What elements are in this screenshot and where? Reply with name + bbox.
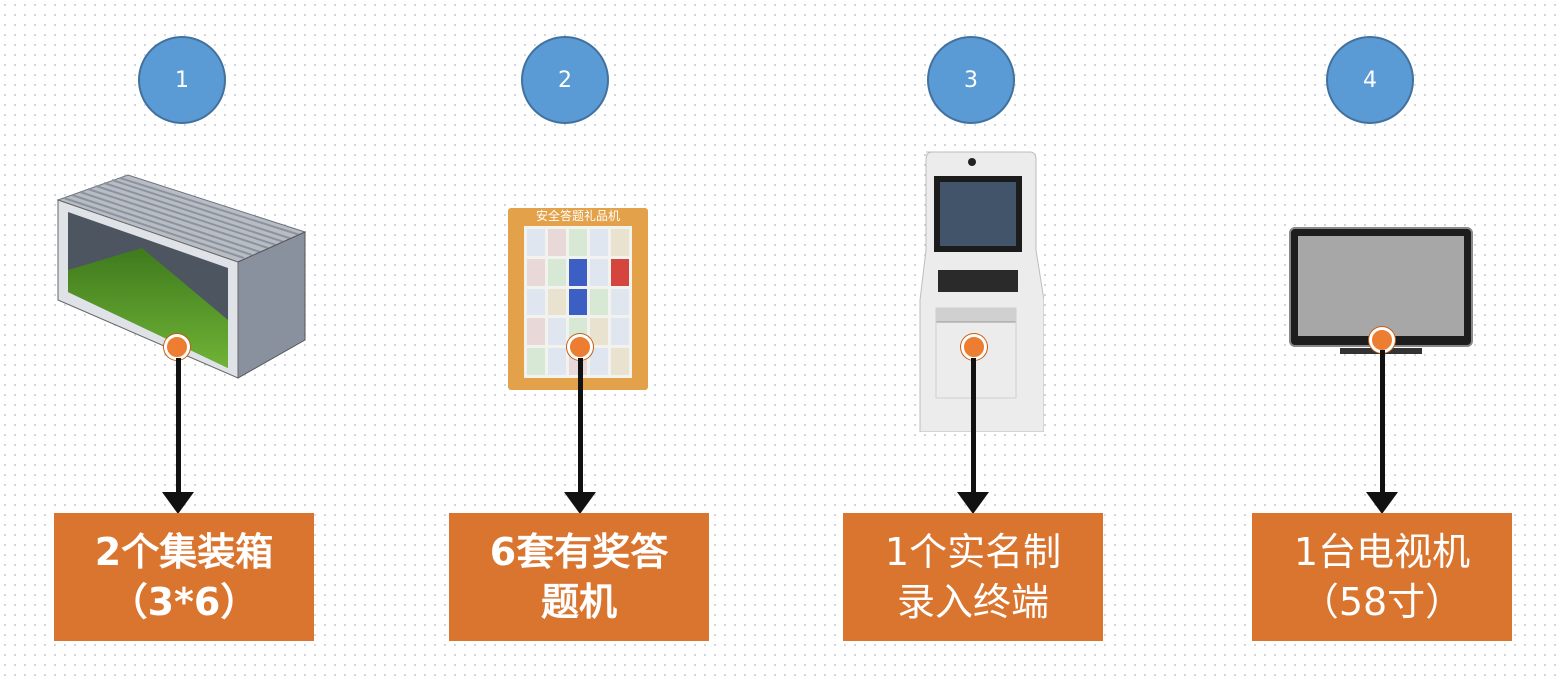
label-1-line2: （3*6）	[109, 580, 259, 624]
number-badge-4: 4	[1326, 36, 1414, 124]
number-badge-3: 3	[927, 36, 1015, 124]
arrow-head-4	[1366, 492, 1398, 514]
arrow-head-3	[957, 492, 989, 514]
item-3: 3 1个实名制 录入终端	[830, 0, 1130, 680]
arrow-2	[578, 358, 583, 496]
arrow-1	[176, 358, 181, 496]
arrow-head-1	[162, 492, 194, 514]
number-badge-1: 1	[138, 36, 226, 124]
item-1: 1 2个集装箱 （3*6）	[30, 0, 330, 680]
label-2-line2: 题机	[540, 580, 617, 624]
label-2-line1: 6套有奖答	[489, 530, 669, 574]
arrow-head-2	[564, 492, 596, 514]
pin-3	[961, 334, 987, 360]
label-4-line1: 1台电视机	[1293, 530, 1471, 574]
label-2: 6套有奖答 题机	[449, 513, 709, 641]
pin-1	[164, 334, 190, 360]
label-1-line1: 2个集装箱	[94, 530, 274, 574]
item-4: 4 1台电视机 （58寸）	[1230, 0, 1530, 680]
label-3: 1个实名制 录入终端	[843, 513, 1103, 641]
item-2: 2 安全答题礼品机 6套有奖答 题机	[430, 0, 730, 680]
label-3-line2: 录入终端	[896, 580, 1049, 624]
label-4: 1台电视机 （58寸）	[1252, 513, 1512, 641]
number-badge-2: 2	[521, 36, 609, 124]
label-3-line1: 1个实名制	[884, 530, 1062, 574]
registration-kiosk-icon	[919, 151, 1044, 432]
television-icon	[1289, 227, 1473, 354]
pin-2	[567, 334, 593, 360]
shipping-container-icon	[56, 174, 307, 379]
label-4-line2: （58寸）	[1300, 580, 1464, 624]
machine-title: 安全答题礼品机	[535, 209, 620, 223]
arrow-4	[1380, 350, 1385, 496]
label-1: 2个集装箱 （3*6）	[54, 513, 314, 641]
arrow-3	[971, 358, 976, 496]
